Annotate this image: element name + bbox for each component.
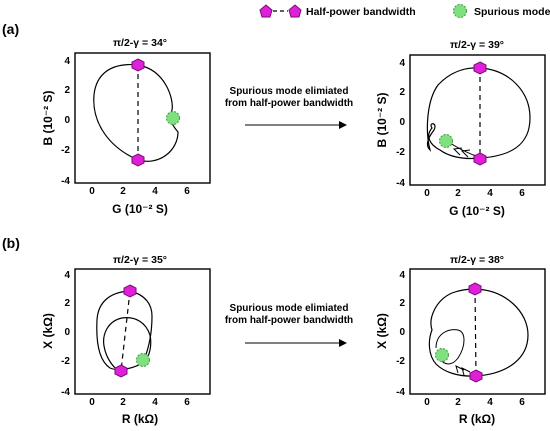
y-axis-label: X (kΩ) <box>41 313 55 349</box>
y-tick-label: -2 <box>396 356 405 367</box>
arrow-text-line2: from half-power bandwidth <box>225 315 353 326</box>
x-tick-label: 2 <box>120 397 126 408</box>
spurious-marker-icon <box>166 111 180 125</box>
plot-frame <box>74 268 211 395</box>
x-tick-label: 4 <box>152 186 158 197</box>
x-tick-label: 6 <box>184 397 190 408</box>
y-tick-label: -4 <box>61 387 70 398</box>
y-tick-label: 4 <box>64 56 70 67</box>
y-tick-label: 4 <box>399 58 405 69</box>
impedance-loop-outer <box>428 288 529 377</box>
x-tick-label: 0 <box>89 186 95 197</box>
admittance-loop <box>93 63 179 162</box>
plot-frame <box>409 54 546 186</box>
legend-spurious-label: Spurious mode <box>474 6 550 18</box>
x-axis-label: R (kΩ) <box>122 412 158 426</box>
x-tick-label: 6 <box>519 188 525 199</box>
hexagon-marker-icon <box>259 4 273 18</box>
hexagon-marker-icon <box>131 153 145 167</box>
legend: Half-power bandwidth Spurious mode <box>259 4 550 18</box>
y-tick-label: 2 <box>399 298 405 309</box>
x-tick-label: 2 <box>120 186 126 197</box>
plot-b-left: π/2-γ = 35° 4 2 0 -2 -4 0 2 4 6 R (kΩ) X… <box>41 254 211 426</box>
spurious-marker-icon <box>136 353 150 367</box>
x-tick-label: 6 <box>519 397 525 408</box>
y-tick-label: 4 <box>399 270 405 281</box>
x-tick-label: 2 <box>455 397 461 408</box>
plot-frame <box>409 268 546 395</box>
y-axis-label: X (kΩ) <box>375 313 389 349</box>
x-tick-label: 4 <box>487 188 493 199</box>
transition-arrow-a: Spurious mode elimiated from half-power … <box>225 86 353 129</box>
y-tick-label: 0 <box>64 115 70 126</box>
plot-title: π/2-γ = 39° <box>450 39 504 51</box>
y-tick-label: -4 <box>61 176 70 187</box>
impedance-loop-outer <box>96 290 152 373</box>
plot-title: π/2-γ = 35° <box>113 254 167 266</box>
plot-b-right: π/2-γ = 38° 4 2 0 -2 -4 0 2 4 6 R (kΩ) X… <box>375 254 546 426</box>
admittance-loop <box>426 67 531 160</box>
transition-arrow-b: Spurious mode elimiated from half-power … <box>225 303 353 347</box>
hexagon-marker-icon <box>473 61 487 75</box>
x-tick-label: 2 <box>455 188 461 199</box>
y-tick-label: -2 <box>396 147 405 158</box>
y-tick-label: 0 <box>399 117 405 128</box>
bandwidth-dashed-line <box>120 290 131 372</box>
y-tick-label: -2 <box>61 356 70 367</box>
y-tick-label: -2 <box>61 145 70 156</box>
x-tick-label: 0 <box>89 397 95 408</box>
hexagon-marker-icon <box>468 282 482 296</box>
hexagon-marker-icon <box>123 284 137 298</box>
y-axis-label: B (10⁻² S) <box>375 92 389 147</box>
spurious-marker-icon <box>453 4 467 18</box>
plot-a-right: π/2-γ = 39° 4 2 0 -2 -4 0 2 4 6 G (10⁻² … <box>375 39 546 218</box>
spurious-marker-icon <box>435 348 449 362</box>
plot-title: π/2-γ = 38° <box>450 254 504 266</box>
x-axis-label: G (10⁻² S) <box>449 204 505 218</box>
y-tick-label: 0 <box>64 327 70 338</box>
plot-a-left: π/2-γ = 34° 4 2 0 -2 -4 0 2 4 6 G (10⁻² … <box>41 37 211 216</box>
x-tick-label: 0 <box>424 397 430 408</box>
arrow-text-line1: Spurious mode elimiated <box>230 86 349 97</box>
bandwidth-dashed-line <box>474 288 477 377</box>
y-tick-label: -4 <box>396 178 405 189</box>
y-tick-label: 4 <box>64 270 70 281</box>
x-tick-label: 4 <box>152 397 158 408</box>
impedance-inner-loop <box>435 329 465 365</box>
direction-arrow-icon <box>452 147 471 158</box>
x-tick-label: 0 <box>424 188 430 199</box>
y-axis-label: B (10⁻² S) <box>41 90 55 145</box>
hexagon-marker-icon <box>473 152 487 166</box>
x-axis-label: R (kΩ) <box>459 412 495 426</box>
impedance-loop-upper <box>129 290 153 361</box>
arrow-text-line1: Spurious mode elimiated <box>230 303 349 314</box>
plot-title: π/2-γ = 34° <box>113 37 167 49</box>
x-axis-label: G (10⁻² S) <box>112 202 168 216</box>
y-tick-label: 2 <box>64 298 70 309</box>
legend-half-power-label: Half-power bandwidth <box>306 6 416 18</box>
section-b-label: (b) <box>2 235 20 251</box>
y-tick-label: 2 <box>64 85 70 96</box>
x-tick-label: 6 <box>184 186 190 197</box>
direction-arrow-icon <box>455 365 471 376</box>
y-tick-label: 0 <box>399 327 405 338</box>
hexagon-marker-icon <box>469 369 483 383</box>
arrow-text-line2: from half-power bandwidth <box>225 98 353 109</box>
y-tick-label: -4 <box>396 387 405 398</box>
hexagon-marker-icon <box>114 364 128 378</box>
y-tick-label: 2 <box>399 87 405 98</box>
hexagon-marker-icon <box>131 58 145 72</box>
section-a-label: (a) <box>2 21 19 37</box>
hexagon-marker-icon <box>288 4 302 18</box>
x-tick-label: 4 <box>487 397 493 408</box>
plot-frame <box>74 52 211 184</box>
spurious-marker-icon <box>439 134 453 148</box>
